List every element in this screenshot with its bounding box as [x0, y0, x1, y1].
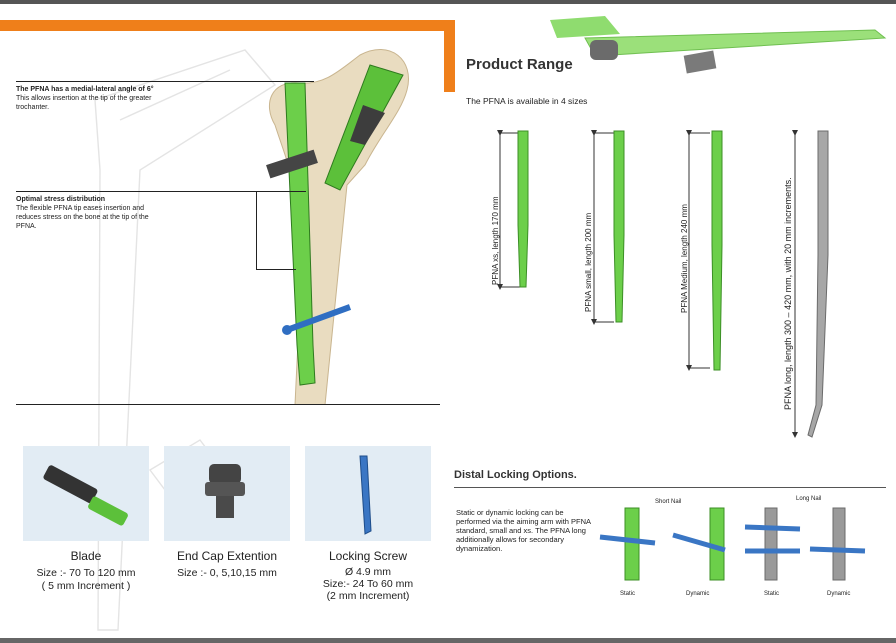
- distal-locking-text: Static or dynamic locking can be perform…: [456, 508, 591, 553]
- nail-sizes-diagram: [497, 130, 829, 438]
- annotation-bracket-tick: [256, 269, 296, 270]
- end-cap-size: Size :- 0, 5,10,15 mm: [177, 567, 277, 579]
- blade-name: Blade: [70, 549, 102, 563]
- feature-title: The PFNA has a medial-lateral angle of 6…: [16, 86, 154, 93]
- locking-screw-name: Locking Screw: [328, 549, 408, 563]
- locking-screw-size: Size:- 24 To 60 mm: [322, 578, 414, 590]
- size-label-medium: PFNA Medium, length 240 mm: [680, 204, 689, 313]
- end-cap-name: End Cap Extention: [176, 549, 278, 563]
- annotation-line-1: [16, 81, 314, 82]
- dynamic-label: Dynamic: [686, 591, 710, 597]
- feature-stress: Optimal stress distribution The flexible…: [16, 195, 156, 231]
- distal-locking-diagram: [599, 507, 866, 581]
- size-label-xs: PFNA xs, length 170 mm: [491, 196, 500, 285]
- dynamic-label: Dynamic: [827, 591, 851, 597]
- orange-header-bar: [0, 20, 455, 31]
- femur-illustration: [266, 49, 409, 405]
- distal-divider: [454, 487, 886, 488]
- nail-banner-image: [550, 16, 887, 74]
- blade-increment: ( 5 mm Increment ): [41, 580, 131, 592]
- locking-screw-diameter: Ø 4.9 mm: [344, 566, 392, 578]
- short-nail-label: Short Nail: [655, 499, 682, 505]
- product-range-title: Product Range: [466, 56, 573, 73]
- static-label: Static: [764, 591, 780, 597]
- end-cap-photo: [164, 446, 290, 541]
- section-divider: [16, 404, 440, 405]
- top-border: [0, 0, 896, 4]
- distal-locking-title: Distal Locking Options.: [454, 469, 577, 481]
- orange-accent-bar: [444, 20, 455, 92]
- blade-photo: [23, 446, 149, 541]
- bottom-border: [0, 638, 896, 643]
- size-label-long: PFNA long, length 300 – 420 mm, with 20 …: [783, 177, 793, 410]
- static-label: Static: [620, 591, 636, 597]
- feature-title: Optimal stress distribution: [16, 196, 106, 203]
- product-range-subtitle: The PFNA is available in 4 sizes: [466, 96, 588, 106]
- feature-text: The flexible PFNA tip eases insertion an…: [16, 205, 149, 230]
- feature-text: This allows insertion at the tip of the …: [16, 95, 152, 111]
- annotation-line-2: [16, 191, 306, 192]
- blade-size: Size :- 70 To 120 mm: [36, 567, 136, 579]
- locking-screw-photo: [305, 446, 431, 541]
- locking-screw-increment: (2 mm Increment): [326, 590, 410, 602]
- annotation-bracket: [256, 191, 257, 269]
- feature-angle: The PFNA has a medial-lateral angle of 6…: [16, 85, 176, 112]
- long-nail-label: Long Nail: [796, 496, 822, 502]
- size-label-small: PFNA small, length 200 mm: [584, 212, 593, 312]
